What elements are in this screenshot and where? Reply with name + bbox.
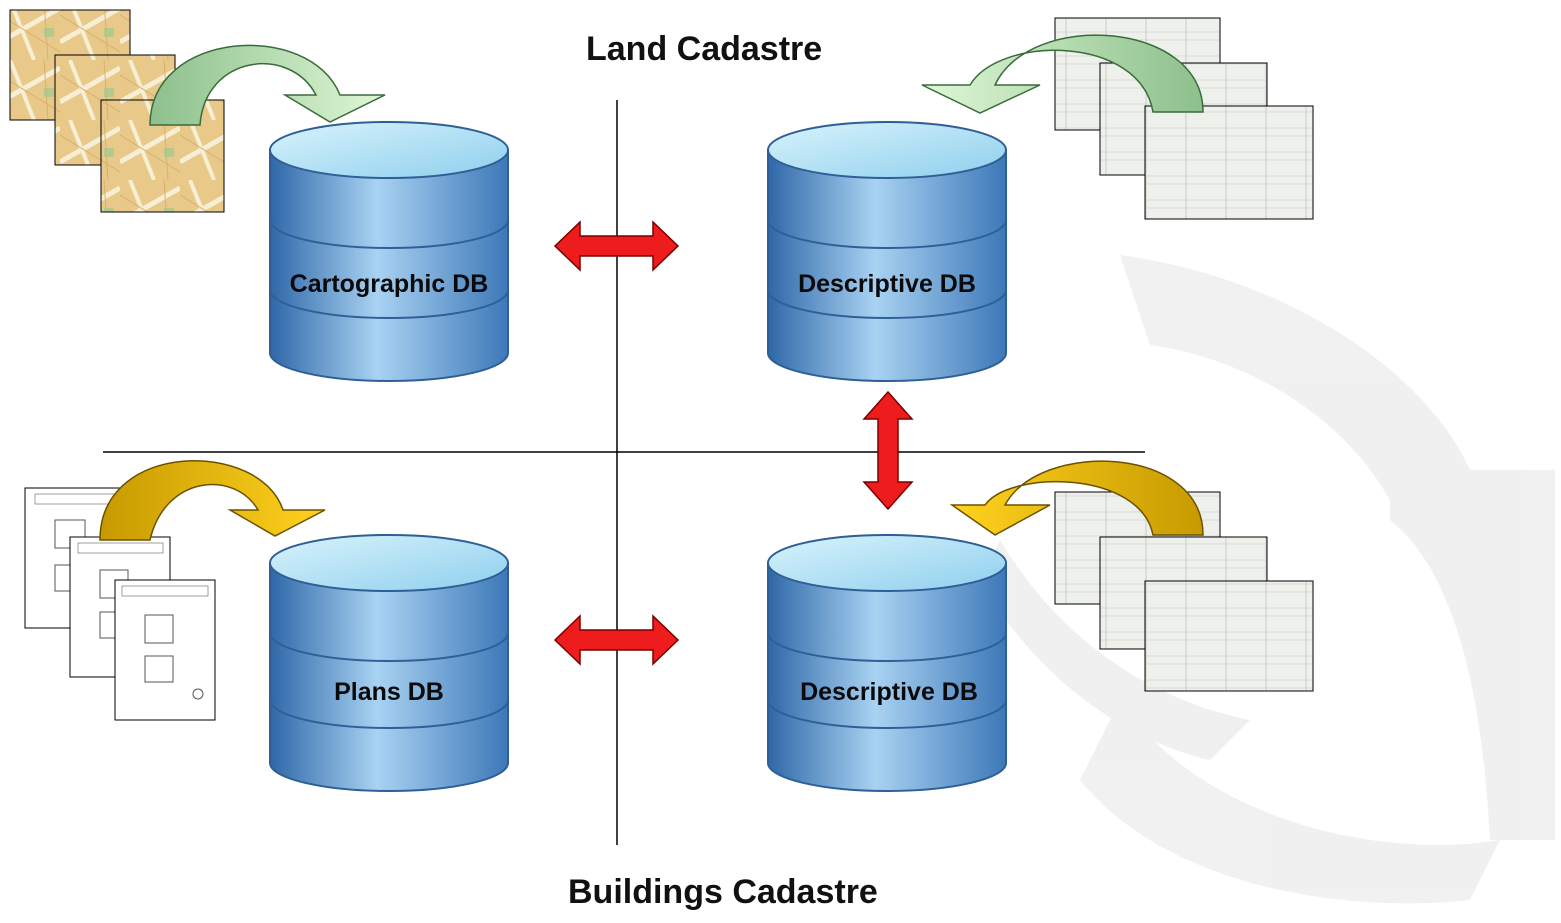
descriptive-buildings-db-label: Descriptive DB — [800, 678, 978, 706]
descriptive-dbs-link-arrow — [862, 390, 914, 511]
land-dbs-link-arrow — [553, 220, 680, 272]
buildings-dbs-link-arrow — [553, 614, 680, 666]
plans-db-label: Plans DB — [334, 678, 444, 706]
descriptive-land-db-icon — [767, 121, 1007, 382]
plans-to-db-arrow — [99, 460, 326, 541]
cadastral-map-sheets — [9, 9, 225, 213]
cartographic-db-icon — [269, 121, 509, 382]
land-cadastre-title: Land Cadastre — [586, 30, 823, 68]
descriptive-land-db-label: Descriptive DB — [798, 270, 976, 298]
plans-db-icon — [269, 534, 509, 792]
watermark-logo — [980, 255, 1555, 904]
buildings-cadastre-title: Buildings Cadastre — [568, 873, 878, 911]
building-register-to-db-arrow — [949, 460, 1204, 536]
cartographic-db-label: Cartographic DB — [289, 270, 489, 298]
map-to-db-arrow — [149, 44, 386, 126]
register-to-db-arrow — [921, 34, 1204, 114]
descriptive-buildings-db-icon — [767, 534, 1007, 792]
